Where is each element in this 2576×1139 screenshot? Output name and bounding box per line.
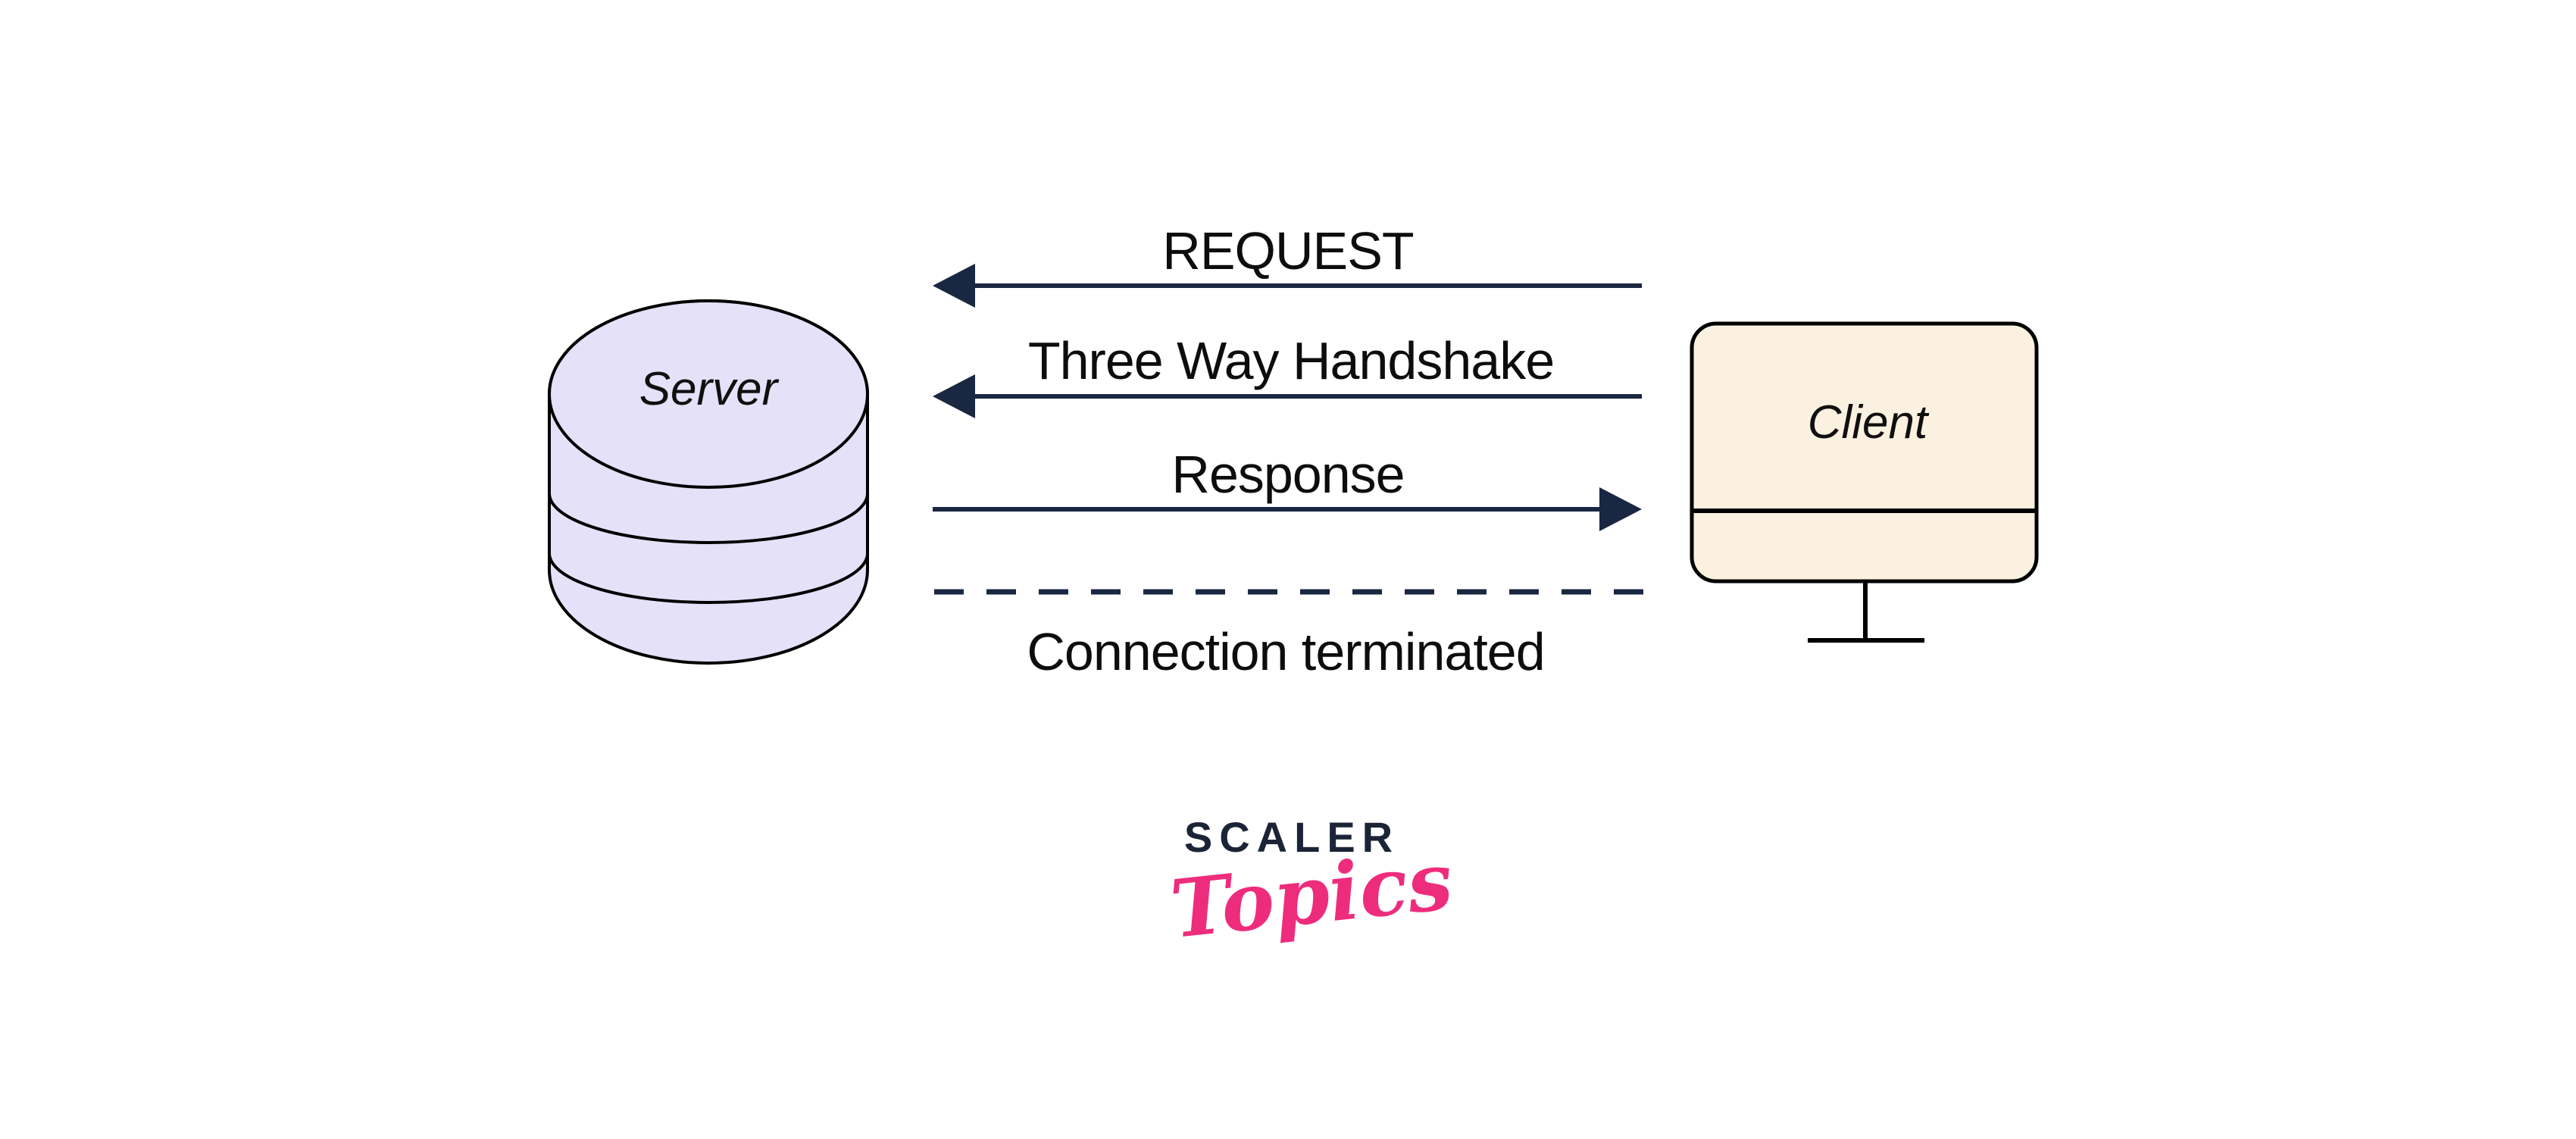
connection-terminated-label: Connection terminated bbox=[1027, 622, 1545, 681]
client-label: Client bbox=[1807, 396, 1928, 449]
three-way-handshake-arrow bbox=[933, 374, 1642, 418]
client-monitor-icon bbox=[1690, 321, 2039, 643]
response-label: Response bbox=[1171, 445, 1405, 504]
request-label: REQUEST bbox=[1162, 221, 1414, 280]
response-arrow bbox=[933, 487, 1642, 531]
server-label: Server bbox=[639, 363, 778, 415]
request-arrow bbox=[933, 264, 1642, 308]
server-database-icon bbox=[548, 299, 869, 665]
three-way-handshake-label: Three Way Handshake bbox=[1027, 331, 1555, 390]
logo-brand-text: SCALER bbox=[1183, 813, 1400, 861]
